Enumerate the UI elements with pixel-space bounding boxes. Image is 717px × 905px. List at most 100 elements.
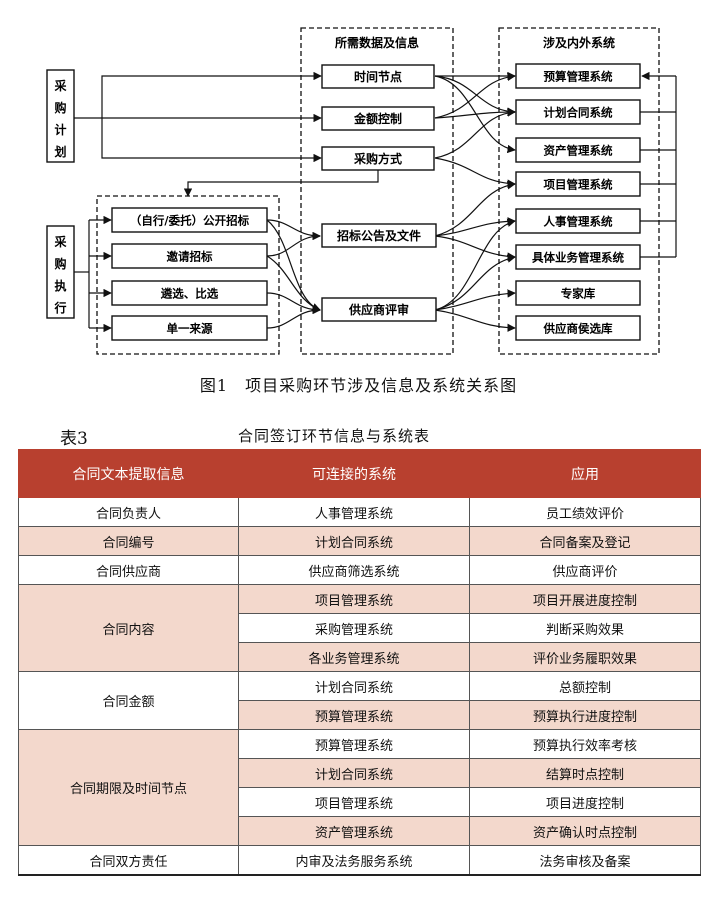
- execute-label: 采购执行: [53, 234, 66, 315]
- data-node-label: 供应商评审: [348, 302, 409, 317]
- execute-box: [46, 225, 75, 319]
- figure-caption: 图1 项目采购环节涉及信息及系统关系图: [199, 376, 518, 395]
- cell-system: 计划合同系统: [238, 671, 470, 701]
- method-node-box: [111, 315, 268, 341]
- plan-label: 采购计划: [53, 78, 66, 159]
- exec-label-text: 采购执行: [53, 234, 66, 315]
- cell-info: 合同内容: [18, 584, 239, 672]
- system-node-label: 专家库: [561, 287, 596, 301]
- data-column-title: 所需数据及信息: [335, 35, 419, 50]
- cell-use: 合同备案及登记: [469, 526, 701, 556]
- table-row: 合同编号 计划合同系统 合同备案及登记: [18, 526, 701, 556]
- cell-use: 判断采购效果: [469, 613, 701, 643]
- cell-system: 计划合同系统: [238, 758, 470, 788]
- table-number: 表3: [60, 429, 88, 449]
- cell-use: 总额控制: [469, 671, 701, 701]
- system-node-box: [515, 315, 641, 341]
- procurement-flow-diagram: 所需数据及信息 涉及内外系统 采购计划 采购执行: [46, 27, 677, 355]
- table-row: 合同期限及时间节点 预算管理系统 预算执行效率考核: [18, 729, 701, 846]
- cell-use: 预算执行效率考核: [469, 729, 701, 759]
- system-node-label: 人事管理系统: [544, 215, 613, 229]
- system-node-box: [515, 137, 641, 163]
- cell-system: 资产管理系统: [238, 816, 470, 846]
- system-column-title: 涉及内外系统: [543, 35, 615, 50]
- method-node-box: [111, 207, 268, 233]
- data-node-label: 时间节点: [354, 69, 402, 84]
- table-row: 合同供应商 供应商筛选系统 供应商评价: [18, 555, 701, 585]
- method-node-box: [111, 280, 268, 306]
- cell-info: 合同期限及时间节点: [18, 729, 239, 846]
- cell-use: 预算执行进度控制: [469, 700, 701, 730]
- system-node-box: [515, 244, 641, 270]
- cell-system: 采购管理系统: [238, 613, 470, 643]
- system-node-box: [515, 63, 641, 89]
- cell-use: 项目开展进度控制: [469, 584, 701, 614]
- plan-label-text: 采购计划: [53, 78, 66, 159]
- header-use: 应用: [469, 449, 701, 498]
- table-row: 合同双方责任 内审及法务服务系统 法务审核及备案: [18, 845, 701, 876]
- cell-use: 资产确认时点控制: [469, 816, 701, 846]
- cell-system: 供应商筛选系统: [238, 555, 470, 585]
- cell-system: 项目管理系统: [238, 584, 470, 614]
- plan-box: [46, 69, 75, 163]
- system-node-label: 预算管理系统: [544, 70, 613, 84]
- cell-info: 合同双方责任: [18, 845, 239, 876]
- cell-use: 评价业务履职效果: [469, 642, 701, 672]
- data-node-box: [321, 106, 435, 131]
- cell-system: 计划合同系统: [238, 526, 470, 556]
- data-node-label: 金额控制: [353, 111, 402, 126]
- cell-system: 预算管理系统: [238, 729, 470, 759]
- data-node-box: [321, 64, 435, 89]
- cell-system: 人事管理系统: [238, 497, 470, 527]
- system-node-box: [515, 99, 641, 125]
- table-header-row: 合同文本提取信息 可连接的系统 应用: [18, 449, 701, 498]
- cell-use: 法务审核及备案: [469, 845, 701, 876]
- method-node-box: [111, 243, 268, 269]
- system-node-box: [515, 171, 641, 197]
- table-row: 合同内容 项目管理系统 项目开展进度控制: [18, 584, 701, 672]
- cell-system: 各业务管理系统: [238, 642, 470, 672]
- cell-info: 合同负责人: [18, 497, 239, 527]
- method-node-label: 遴选、比选: [161, 287, 219, 301]
- system-node-box: [515, 280, 641, 306]
- cell-use: 员工绩效评价: [469, 497, 701, 527]
- system-column-frame: [498, 27, 660, 355]
- cell-info: 合同供应商: [18, 555, 239, 585]
- connectors: [74, 71, 677, 333]
- cell-use: 供应商评价: [469, 555, 701, 585]
- table-row: 合同金额 计划合同系统 总额控制: [18, 671, 701, 730]
- data-node-box: [321, 223, 437, 248]
- system-node-label: 供应商侯选库: [543, 322, 613, 336]
- system-node-label: 具体业务管理系统: [532, 251, 624, 265]
- cell-use: 结算时点控制: [469, 758, 701, 788]
- table-row: 各业务管理系统 评价业务履职效果: [19, 642, 701, 672]
- cell-info: 合同金额: [18, 671, 239, 730]
- system-node-label: 项目管理系统: [544, 178, 613, 192]
- header-info: 合同文本提取信息: [18, 449, 239, 498]
- cell-use: 项目进度控制: [469, 787, 701, 817]
- table-row: 合同负责人 人事管理系统 员工绩效评价: [18, 497, 701, 527]
- method-node-label: 单一来源: [167, 322, 213, 336]
- table-title: 合同签订环节信息与系统表: [238, 427, 431, 445]
- cell-system: 项目管理系统: [238, 787, 470, 817]
- contract-info-table: 合同文本提取信息 可连接的系统 应用 合同负责人 人事管理系统 员工绩效评价 合…: [18, 449, 701, 876]
- cell-info: 合同编号: [18, 526, 239, 556]
- system-node-box: [515, 208, 641, 234]
- data-node-box: [321, 297, 437, 322]
- data-node-box: [321, 146, 435, 171]
- system-node-label: 资产管理系统: [544, 144, 613, 158]
- system-nodes: 预算管理系统计划合同系统资产管理系统项目管理系统人事管理系统具体业务管理系统专家…: [515, 63, 641, 341]
- system-node-label: 计划合同系统: [544, 106, 613, 120]
- table-row: 计划合同系统 结算时点控制: [19, 758, 701, 788]
- data-node-label: 采购方式: [353, 151, 402, 166]
- cell-system: 内审及法务服务系统: [238, 845, 470, 876]
- data-node-label: 招标公告及文件: [337, 228, 421, 243]
- method-node-label: （自行/委托）公开招标: [130, 214, 250, 228]
- cell-system: 预算管理系统: [238, 700, 470, 730]
- header-system: 可连接的系统: [238, 449, 470, 498]
- table-row: 资产管理系统 资产确认时点控制: [19, 816, 701, 846]
- method-node-label: 邀请招标: [167, 250, 213, 264]
- data-column-frame: [300, 27, 454, 355]
